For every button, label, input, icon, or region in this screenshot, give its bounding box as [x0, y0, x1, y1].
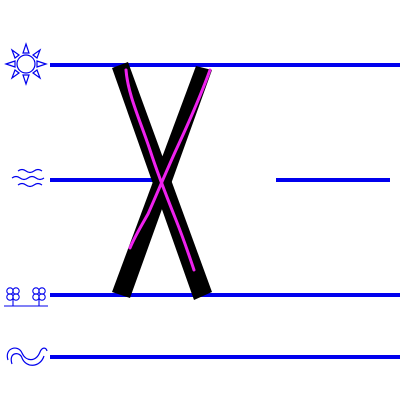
cross-mark: [112, 62, 212, 300]
cross-trace-2: [128, 68, 212, 250]
water-waves-icon: [11, 168, 45, 188]
snake-icon: [6, 347, 48, 366]
cross-trace-1: [124, 68, 196, 272]
trees-icon: [4, 287, 48, 307]
sun-icon: [4, 42, 48, 86]
